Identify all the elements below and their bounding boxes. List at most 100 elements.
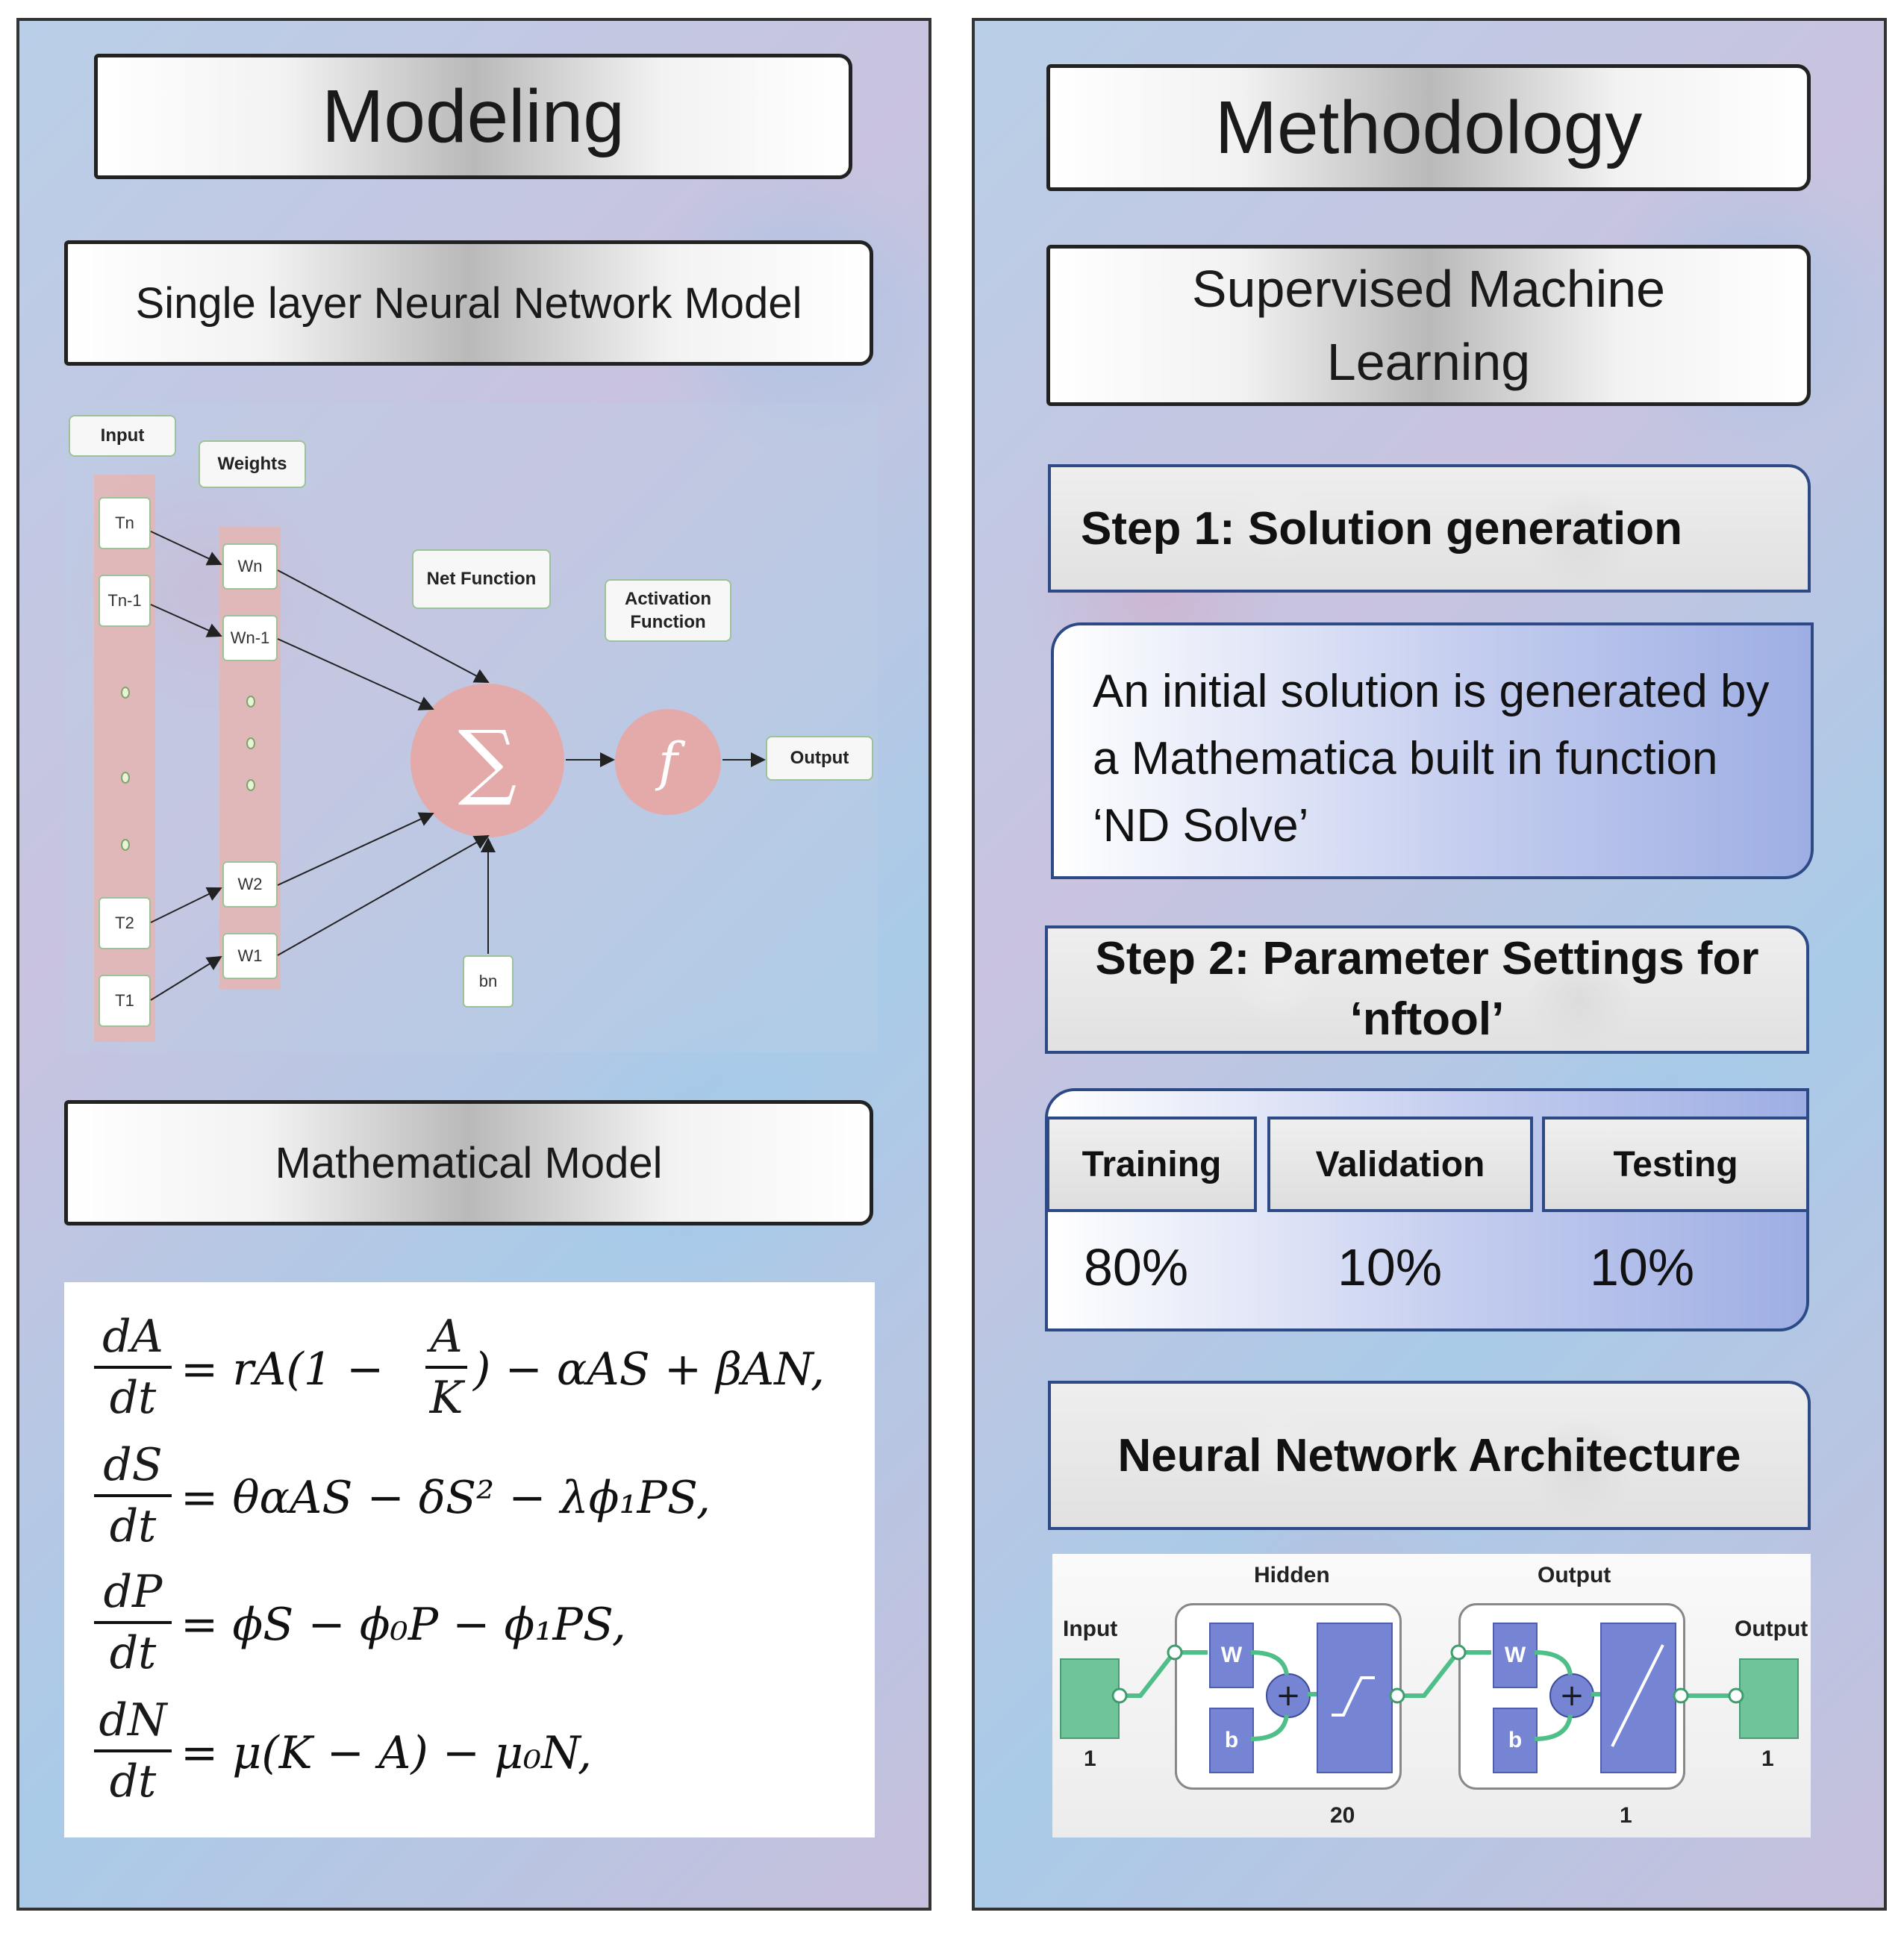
sml-header-text: Supervised Machine Learning (1191, 260, 1666, 391)
step1-header: Step 1: Solution generation (1048, 464, 1811, 593)
input-node-t1-text: T1 (115, 991, 134, 1010)
step2-header: Step 2: Parameter Settings for ‘nftool’ (1045, 925, 1809, 1054)
weight-node-w1: W1 (222, 933, 278, 979)
eq2-rhs: = θαAS − δS² − λϕ₁PS, (181, 1472, 711, 1524)
sum-node: ∑ (411, 684, 564, 837)
net-function-label: Net Function (412, 549, 551, 609)
eq1-num: dA (102, 1311, 163, 1363)
split-header-testing: Testing (1542, 1117, 1809, 1212)
eq2-num: dS (103, 1439, 163, 1491)
arch-header-text: Neural Network Architecture (1117, 1429, 1741, 1481)
arch-out-b: b (1493, 1708, 1538, 1773)
weight-node-wn-text: Wn (237, 557, 263, 575)
split-header-training-text: Training (1081, 1144, 1222, 1184)
input-node-t2: T2 (99, 897, 151, 949)
split-header-validation: Validation (1267, 1117, 1533, 1212)
arch-out-w-text: W (1504, 1643, 1526, 1667)
bias-node-text: bn (478, 972, 498, 990)
arch-hidden-size: 20 (1330, 1803, 1355, 1828)
arch-out-b-text: b (1508, 1728, 1523, 1752)
eq2-bar (94, 1494, 172, 1497)
eq1-rhs-a: = rA(1 − (181, 1343, 384, 1396)
eq4-rhs: = μ(K − A) − μ₀N, (181, 1727, 592, 1779)
split-value-validation: 10% (1338, 1238, 1443, 1296)
input-node-tn-1-text: Tn-1 (107, 591, 142, 610)
arch-header: Neural Network Architecture (1048, 1381, 1811, 1530)
weight-node-wn-1: Wn-1 (222, 615, 278, 661)
split-header-testing-text: Testing (1613, 1144, 1738, 1184)
arch-hidden-w-text: W (1220, 1643, 1243, 1667)
arch-hidden-b-text: b (1224, 1728, 1239, 1752)
weight-node-wn-1-text: Wn-1 (230, 628, 270, 647)
weights-column (219, 527, 281, 990)
input-node-tn: Tn (99, 497, 151, 549)
nn-model-header: Single layer Neural Network Model (64, 240, 873, 366)
arch-output-block (1739, 1658, 1799, 1739)
weight-node-w2: W2 (222, 861, 278, 908)
math-model-header-text: Mathematical Model (275, 1138, 663, 1187)
split-value-testing: 10% (1590, 1238, 1695, 1296)
weight-node-wn: Wn (222, 543, 278, 590)
activation-label-text: Activation Function (624, 588, 711, 632)
activation-label: Activation Function (605, 579, 731, 642)
eq1-inner-num: A (430, 1311, 463, 1363)
eq4-bar (94, 1749, 172, 1752)
output-label: Output (766, 736, 873, 781)
arch-hidden-w: W (1209, 1623, 1254, 1688)
arch-out-w: W (1493, 1623, 1538, 1688)
eq1-inner: A K (425, 1311, 467, 1424)
split-header-validation-text: Validation (1315, 1144, 1485, 1184)
eq1-bar (94, 1366, 172, 1369)
arch-hidden-b: b (1209, 1708, 1254, 1773)
arch-out-plus: + (1549, 1673, 1594, 1718)
arch-output-layer-label: Output (1538, 1563, 1611, 1587)
step1-description: An initial solution is generated by a Ma… (1051, 622, 1814, 879)
arch-input-size: 1 (1084, 1746, 1096, 1771)
net-function-label-text: Net Function (426, 569, 537, 590)
arch-output-label: Output (1735, 1617, 1808, 1641)
methodology-title-text: Methodology (1214, 85, 1643, 169)
step2-header-text: Step 2: Parameter Settings for ‘nftool’ (1095, 933, 1759, 1045)
input-node-tn-1: Tn-1 (99, 575, 151, 627)
input-label-text: Input (100, 425, 145, 446)
sum-symbol: ∑ (458, 713, 517, 808)
eq3-lhs: dP dt (94, 1566, 172, 1679)
activation-symbol: f (658, 731, 678, 793)
eq4-den: dt (109, 1755, 157, 1808)
weights-label-text: Weights (217, 454, 287, 475)
activation-node: f (615, 709, 721, 815)
arch-hidden-plus-text: + (1276, 1679, 1301, 1713)
eq3-bar (94, 1621, 172, 1624)
arch-input-label: Input (1063, 1617, 1118, 1641)
input-node-t2-text: T2 (115, 914, 134, 932)
weight-node-w2-text: W2 (237, 875, 263, 893)
eq4-lhs: dN dt (94, 1694, 172, 1808)
nn-model-header-text: Single layer Neural Network Model (135, 278, 802, 328)
methodology-title: Methodology (1046, 64, 1811, 191)
split-header-training: Training (1046, 1117, 1257, 1212)
eq2-den: dt (109, 1500, 157, 1552)
arch-out-plus-text: + (1559, 1679, 1585, 1713)
eq1-inner-bar (425, 1366, 467, 1369)
weights-label: Weights (199, 440, 306, 488)
arch-out-activation (1600, 1623, 1676, 1773)
eq4-num: dN (99, 1694, 167, 1746)
math-model-header: Mathematical Model (64, 1100, 873, 1225)
step1-header-text: Step 1: Solution generation (1081, 502, 1683, 555)
input-node-tn-text: Tn (115, 513, 134, 532)
modeling-title: Modeling (94, 54, 852, 179)
output-label-text: Output (790, 748, 849, 769)
arch-hidden-label: Hidden (1254, 1563, 1330, 1587)
arch-hidden-plus: + (1266, 1673, 1311, 1718)
weight-node-w1-text: W1 (237, 946, 263, 965)
eq1-lhs: dA dt (94, 1311, 172, 1424)
eq1-rhs-b: ) − αAS + βAN, (473, 1343, 825, 1396)
eq3-rhs: = ϕS − ϕ₀P − ϕ₁PS, (181, 1599, 626, 1651)
equations-box (64, 1282, 875, 1837)
eq3-num: dP (103, 1566, 163, 1618)
modeling-title-text: Modeling (322, 74, 625, 158)
step1-description-text: An initial solution is generated by a Ma… (1093, 666, 1770, 852)
eq2-lhs: dS dt (94, 1439, 172, 1552)
